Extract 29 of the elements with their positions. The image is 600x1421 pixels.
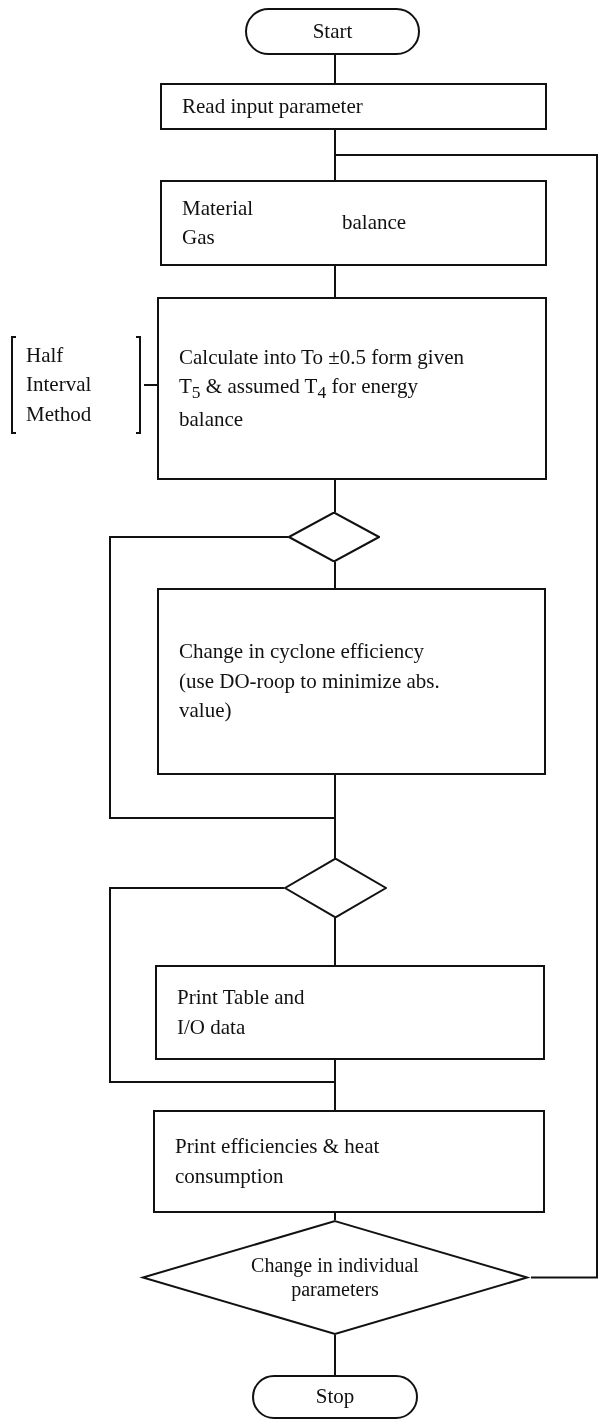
process-box	[157, 588, 546, 775]
terminal-shape: Start	[245, 8, 420, 55]
connector-line	[334, 561, 336, 589]
connector-line	[334, 154, 598, 1279]
connector-line	[334, 1212, 336, 1221]
connector-line	[334, 265, 336, 298]
decision-text: Change in individual parameters	[250, 1252, 420, 1301]
process-text: Change in cyclone efficiency (use DO-roop to minimize abs. value)	[179, 638, 441, 725]
process-text: Material Gas	[182, 194, 255, 251]
process-text: Print efficiencies & heat consumption	[175, 1133, 381, 1190]
leader-line	[143, 384, 158, 386]
process-box	[157, 297, 547, 480]
connector-line	[334, 917, 336, 966]
process-text: Print Table and I/O data	[177, 984, 306, 1041]
connector-line	[334, 479, 336, 513]
process-box	[160, 180, 547, 266]
connector-line	[334, 1334, 336, 1376]
process-box	[153, 1110, 545, 1213]
process-text: Read input parameter	[182, 92, 364, 120]
process-box	[160, 83, 547, 130]
bracket-note: Half Interval Method	[8, 335, 144, 435]
process-text: balance	[342, 209, 408, 237]
decision-diamond	[288, 512, 380, 562]
process-box	[155, 965, 545, 1060]
decision-diamond	[139, 1220, 531, 1335]
terminal-shape: Stop	[252, 1375, 418, 1419]
decision-diamond	[284, 858, 387, 918]
process-text: Calculate into To ±0.5 form given T$_{5}$ & assumed T$_{4}$ for energy balance	[179, 343, 465, 433]
connector-line	[334, 54, 336, 84]
